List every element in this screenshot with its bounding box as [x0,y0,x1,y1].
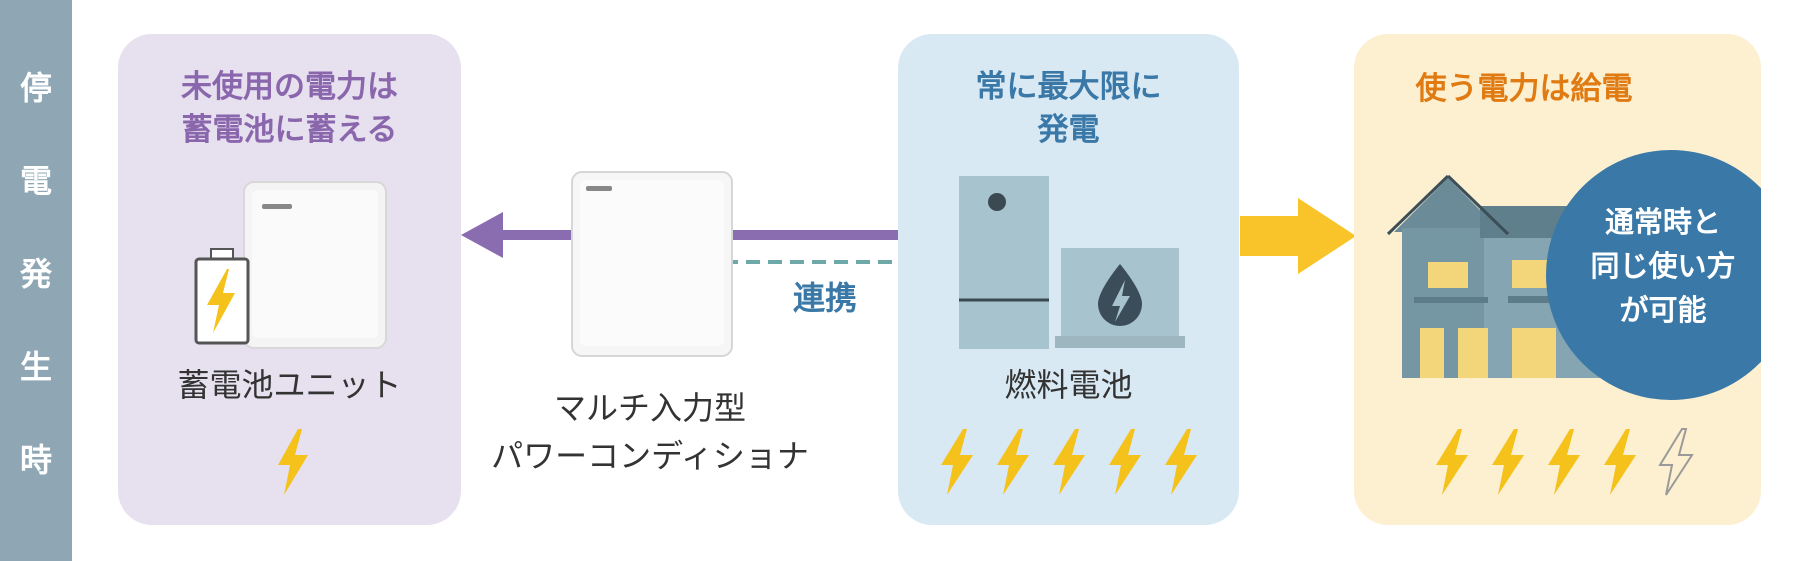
conditioner-label-line1: マルチ入力型 [553,389,746,427]
fuel-cell-unit-icon [959,176,1185,349]
lightning-bolt-icon [941,429,973,495]
fuel-device-label: 燃料電池 [1004,366,1133,404]
arrow-left-icon [461,212,503,258]
power-conditioner-device [571,171,733,357]
conditioner-label-line2: パワーコンディショナ [491,437,809,475]
storage-device-label: 蓄電池ユニット [177,366,402,404]
storage-title-line2: 蓄電池に蓄える [181,112,398,148]
storage-title-line1: 未使用の電力は [181,69,398,105]
fuel-bolts [941,429,1197,495]
sidebar-char: 電 [19,162,52,200]
conditioner-label: マルチ入力型 パワーコンディショナ [470,384,830,480]
badge-line2: 同じ使い方 [1590,249,1736,283]
lightning-bolt-icon [997,429,1029,495]
fuel-title: 常に最大限に 発電 [898,66,1239,152]
badge-text: 通常時と 同じ使い方 が可能 [1565,200,1761,332]
sidebar-char: 時 [19,441,52,479]
link-dashed-line [724,260,904,264]
supply-bolts [1436,428,1694,496]
storage-title: 未使用の電力は 蓄電池に蓄える [118,66,461,152]
lightning-bolt-icon [1165,429,1197,495]
badge-line3: が可能 [1619,293,1707,327]
storage-battery-unit-device [243,181,387,349]
arrow-right-icon [1240,198,1356,274]
sidebar-char: 発 [19,255,52,293]
kyocera-logo-icon [586,186,612,191]
lightning-bolt-icon [1492,429,1524,495]
lightning-bolt-icon [1053,429,1085,495]
lightning-bolt-icon [1436,429,1468,495]
fuel-title-line2: 発電 [1037,112,1100,148]
lightning-bolt-icon [1548,429,1580,495]
lightning-bolt-icon [278,429,308,495]
sidebar-char: 停 [19,69,52,107]
same-usage-badge [1546,150,1761,400]
lightning-bolt-outline-icon [1658,428,1694,496]
lightning-bolt-icon [1604,429,1636,495]
link-label: 連携 [792,279,857,317]
lightning-bolt-icon [1109,429,1141,495]
supply-flow-arrow [1240,198,1356,274]
fuel-title-line1: 常に最大限に [975,69,1162,105]
battery-charging-icon [194,248,250,345]
supply-title: 使う電力は給電 [1415,71,1633,107]
sidebar-char: 生 [19,348,52,386]
power-outage-sidebar: 停 電 発 生 時 [0,0,72,561]
water-drop-bolt-icon [1055,248,1185,348]
kyocera-logo-icon [262,204,292,209]
badge-line1: 通常時と [1604,205,1721,239]
